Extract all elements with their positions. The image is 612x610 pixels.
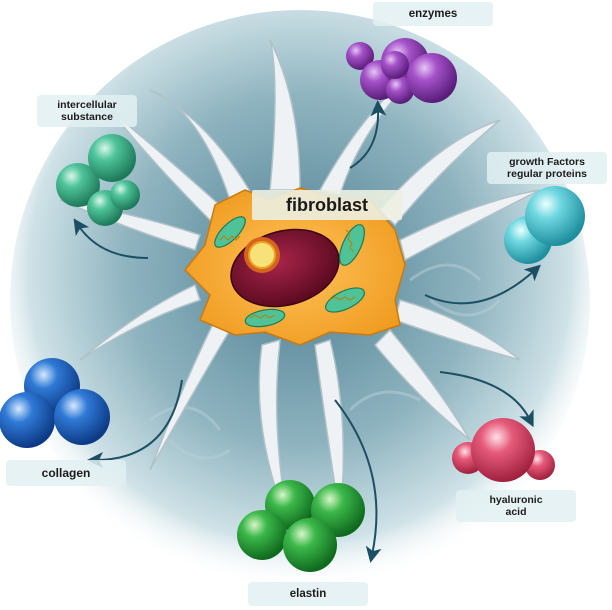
growth-factors-molecule — [504, 186, 585, 264]
label-hyaluronic-line2: acid — [505, 506, 527, 518]
enzymes-molecule — [346, 38, 457, 104]
label-hyaluronic-line1: hyaluronic — [489, 494, 543, 506]
mitochondrion — [339, 224, 365, 266]
mitochondrion — [244, 308, 286, 328]
label-enzymes: enzymes — [373, 2, 493, 26]
arrows — [73, 100, 541, 563]
intercellular-molecule — [56, 134, 140, 226]
mitochondria — [214, 216, 366, 328]
mitochondrion — [214, 216, 246, 248]
arrow-to-growth — [424, 264, 541, 305]
nucleolus — [248, 241, 276, 269]
elastin-molecule — [237, 480, 365, 572]
label-hyaluronic-acid: hyaluronic acid — [456, 490, 576, 522]
background-cells — [149, 263, 502, 460]
arrow-to-enzymes — [349, 100, 387, 169]
arrow-to-intercellular — [73, 218, 149, 259]
arrow-to-hyaluronic — [439, 371, 534, 428]
diagram-title: fibroblast — [252, 190, 402, 220]
label-intercellular-line1: intercellular — [57, 99, 117, 111]
label-intercellular-line2: substance — [61, 111, 113, 123]
label-growth-line2: regular proteins — [507, 168, 587, 180]
collagen-molecule — [0, 358, 110, 448]
label-collagen: collagen — [6, 460, 126, 486]
hyaluronic-molecule — [452, 418, 555, 482]
arrow-to-elastin — [334, 399, 382, 563]
mitochondrion — [324, 287, 366, 313]
label-intercellular-substance: intercellular substance — [37, 95, 137, 127]
label-collagen-text: collagen — [41, 466, 91, 480]
label-elastin-text: elastin — [289, 588, 327, 600]
arrow-to-collagen — [87, 379, 183, 468]
label-enzymes-text: enzymes — [408, 8, 458, 20]
label-elastin: elastin — [248, 582, 368, 606]
label-growth-factors: growth Factors regular proteins — [487, 152, 607, 184]
label-growth-line1: growth Factors — [509, 156, 585, 168]
mitochondria-cristae — [219, 229, 356, 319]
